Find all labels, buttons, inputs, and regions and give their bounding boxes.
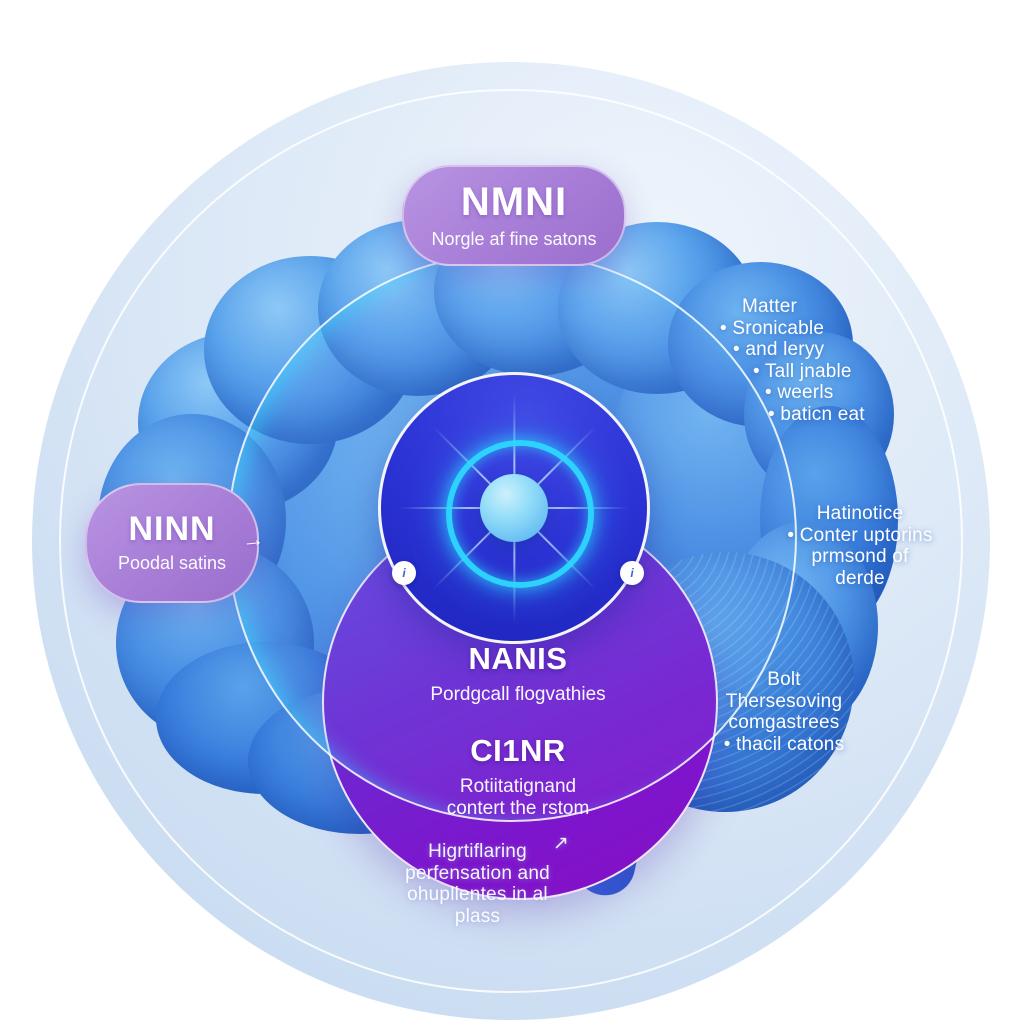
annotation-line: derde — [835, 567, 885, 589]
annotation-line: Higrtiflaring — [428, 841, 527, 862]
annotation-line: • and leryy — [733, 339, 825, 360]
center-label-group: NANIS Pordgcall flogvathies CI1NR Rotiit… — [393, 641, 643, 820]
core-circle — [378, 372, 650, 644]
core-sphere — [480, 474, 548, 542]
info-icon: i — [630, 566, 634, 580]
annotation-line: comgastrees — [728, 712, 840, 733]
pill-title: NINN — [128, 510, 216, 548]
label-pill-top: NMNI Norgle af fine satons — [402, 165, 626, 266]
info-marker-right[interactable]: i — [620, 561, 644, 585]
pill-title: NMNI — [460, 179, 568, 224]
arrow-right-icon: → — [240, 525, 266, 554]
annotation-top-right: Matter • Sronicable • and leryy • Tall j… — [712, 296, 902, 425]
annotation-line: perfensation and — [405, 862, 550, 884]
annotation-line: • Conter uptorins — [787, 524, 933, 546]
annotation-line: plass — [454, 905, 501, 927]
annotation-line: • thacil catons — [723, 733, 845, 755]
annotation-heading: Matter — [742, 296, 798, 317]
pill-subtitle: Norgle af fine satons — [431, 228, 597, 249]
annotation-mid-right: Hatinotice • Conter uptorins prmsond of … — [785, 503, 935, 589]
arrow-up-right-icon: ↗ — [552, 833, 569, 854]
pill-subtitle: Poodal satins — [117, 553, 227, 573]
center-heading-2: CI1NR — [470, 733, 566, 768]
annotation-line: • Tall jnable — [753, 360, 852, 382]
label-pill-left: NINN Poodal satins — [85, 483, 259, 603]
annotation-line: contert the rstom — [446, 798, 590, 819]
center-subtitle-2: Rotiitatignand contert the rstom — [393, 776, 643, 820]
annotation-line: Bolt — [767, 669, 801, 690]
annotation-line: • weerls — [765, 382, 834, 403]
glow-ring — [446, 440, 594, 588]
info-marker-left[interactable]: i — [392, 561, 416, 585]
annotation-line: • Sronicable — [720, 317, 825, 339]
annotation-line: Hatinotice — [816, 503, 904, 524]
center-subtitle-1: Pordgcall flogvathies — [430, 684, 606, 705]
annotation-line: Rotiitatignand — [459, 776, 577, 797]
annotation-line: • baticn eat — [768, 403, 865, 425]
annotation-line: ohupllentes in al — [407, 884, 548, 905]
annotation-bottom-note: ↗ Higrtiflaring perfensation and ohuplle… — [400, 833, 569, 927]
annotation-line: Thersesoving — [725, 690, 843, 712]
annotation-line: prmsond of — [811, 546, 909, 567]
annotation-bottom-right: Bolt Thersesoving comgastrees • thacil c… — [713, 669, 855, 755]
info-icon: i — [402, 566, 406, 580]
center-heading-1: NANIS — [468, 641, 568, 676]
